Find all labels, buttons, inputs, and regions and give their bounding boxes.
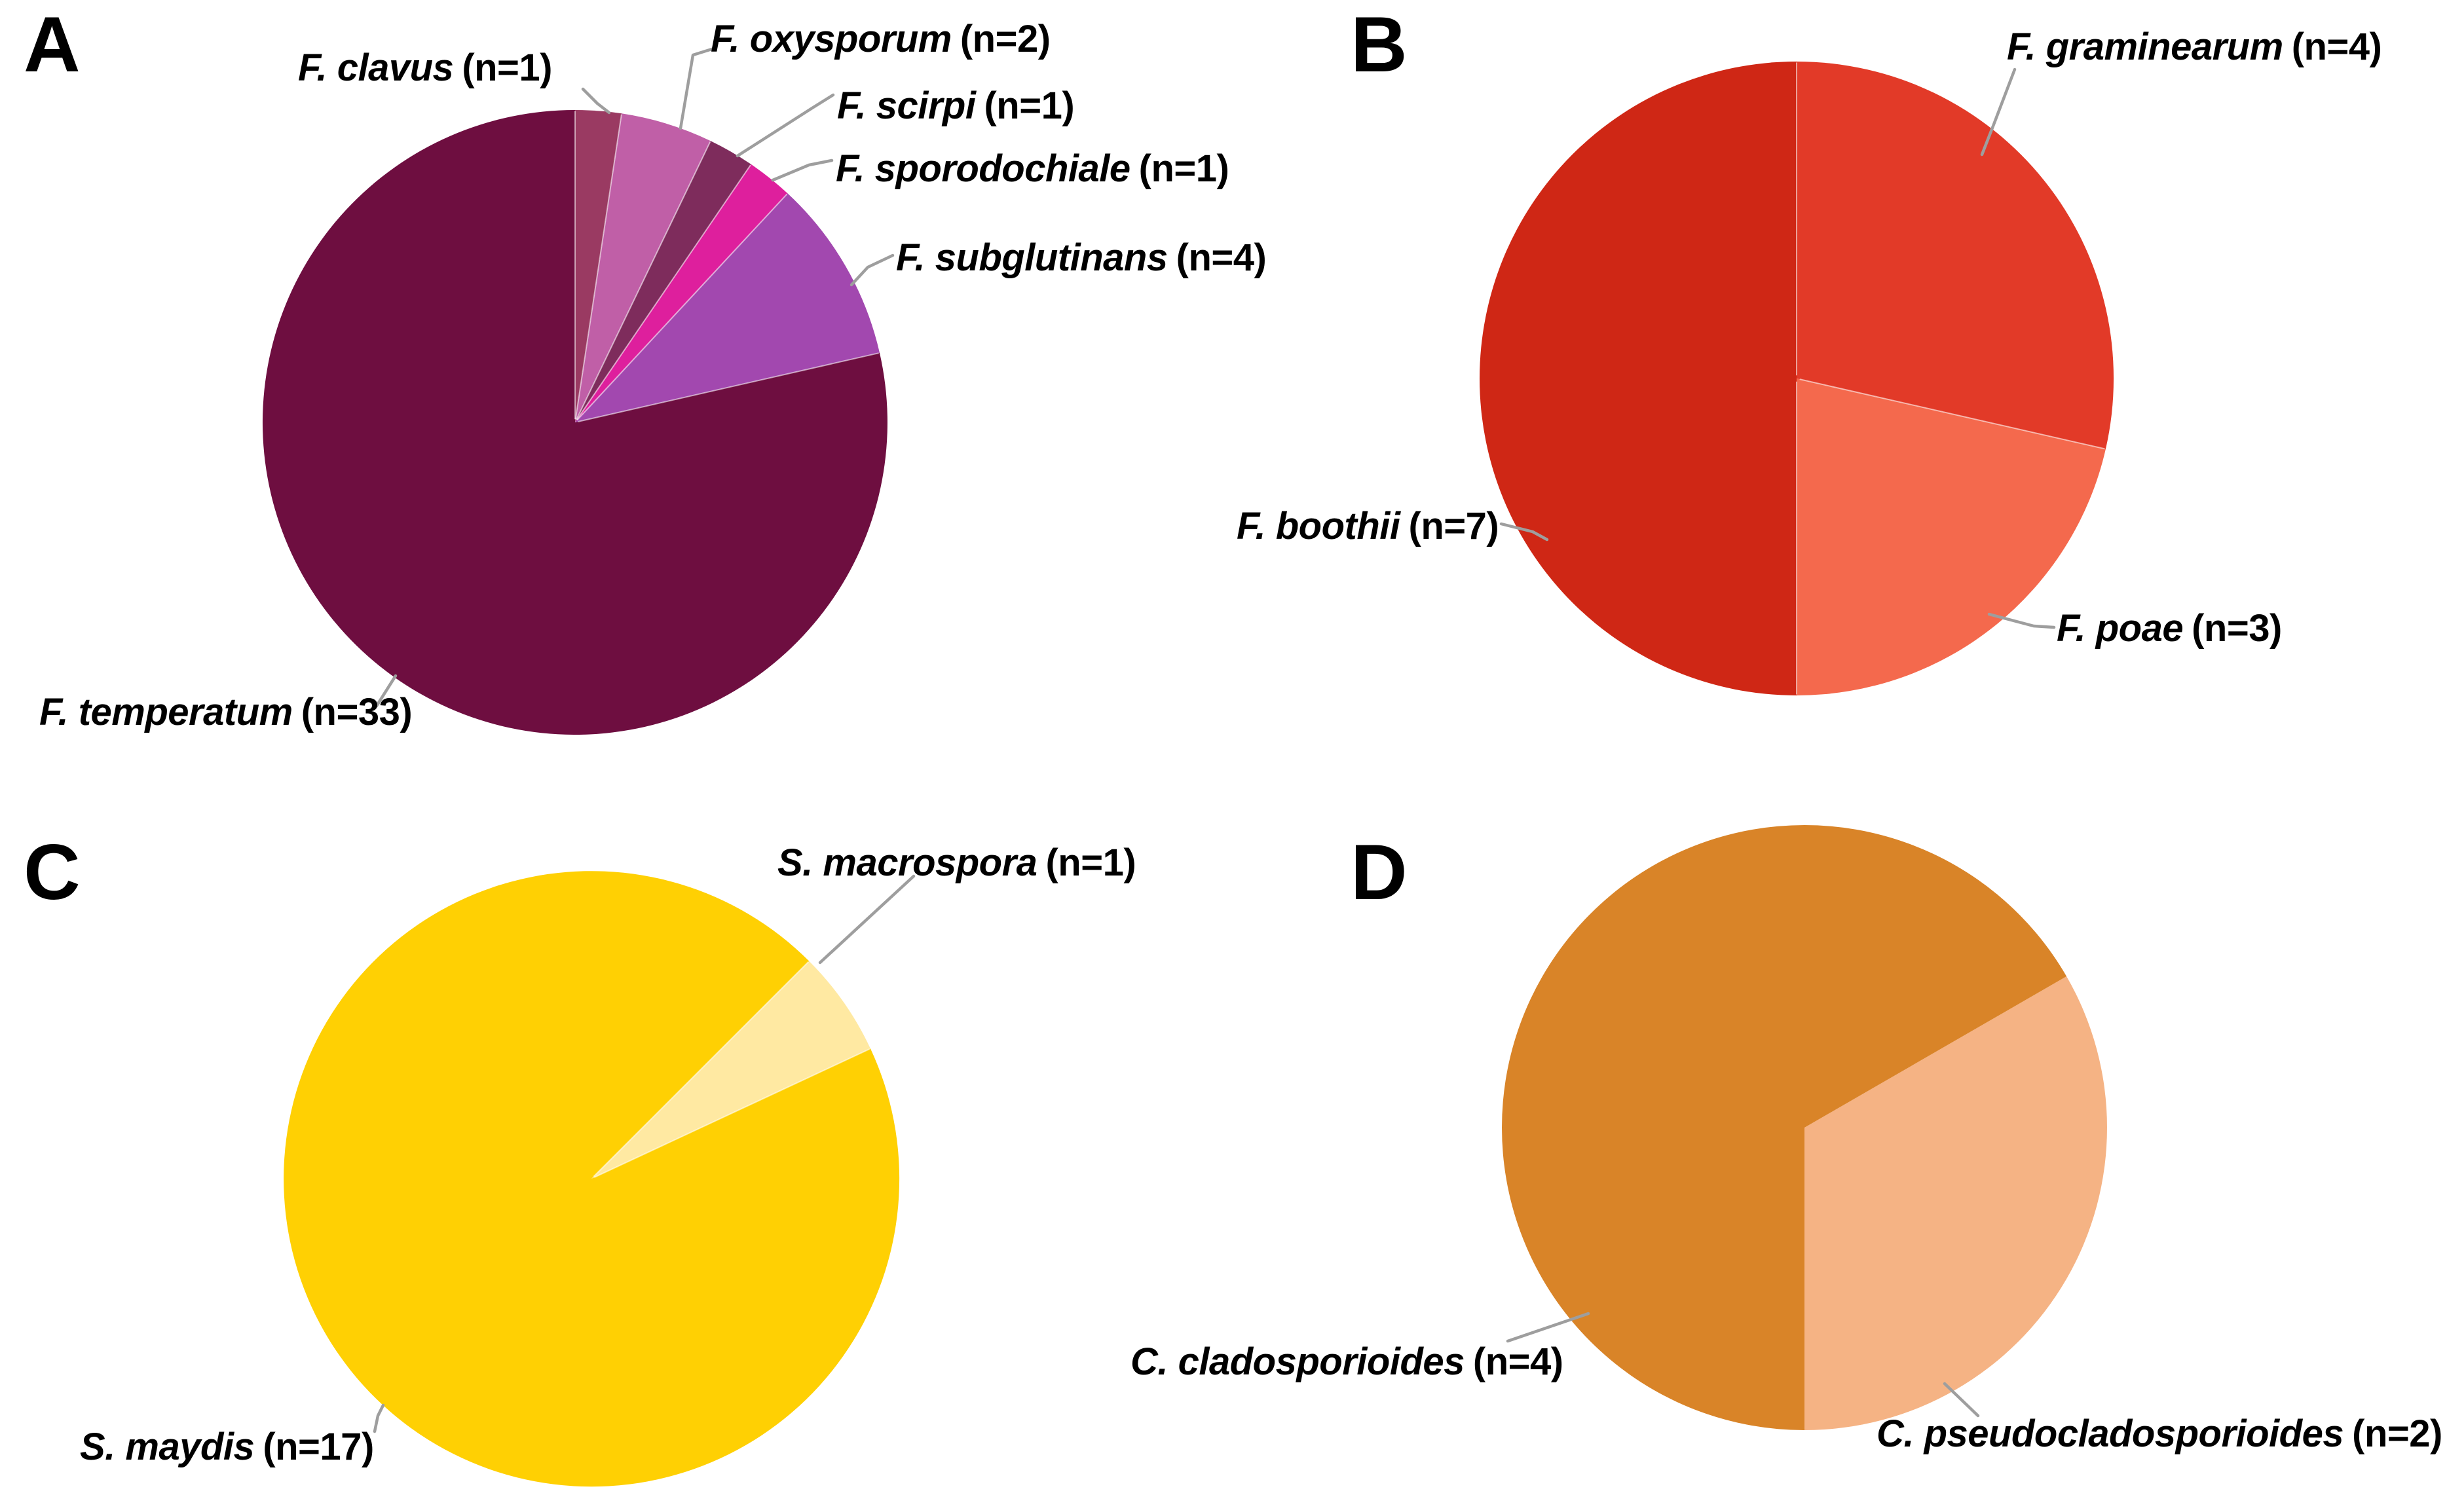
pie-c-divider xyxy=(593,1048,870,1178)
label-f-subglutinans-count: (n=4) xyxy=(1176,236,1267,279)
pie-a-slice-f-scirpi xyxy=(575,141,751,422)
label-c-cladosporioides: C. cladosporioides(n=4) xyxy=(1130,1340,1563,1384)
pie-a-slice-f-sporodochiale xyxy=(575,164,788,422)
label-f-sporodochiale-count: (n=1) xyxy=(1138,147,1229,190)
label-f-poae-species: F. poae xyxy=(2057,607,2184,650)
label-f-sporodochiale: F. sporodochiale(n=1) xyxy=(836,147,1229,191)
pie-c-slice-s-macrospora xyxy=(591,961,870,1179)
label-s-macrospora-count: (n=1) xyxy=(1045,841,1136,884)
label-f-boothii: F. boothii(n=7) xyxy=(1237,504,1499,549)
label-c-pseudocladosporioides: C. pseudocladosporioides(n=2) xyxy=(1877,1412,2442,1456)
pie-c xyxy=(284,871,900,1487)
leader-f-subglutinans xyxy=(850,253,895,287)
pie-a-divider xyxy=(576,193,788,421)
pie-a-divider xyxy=(578,352,879,422)
leader-f-sporodochiale xyxy=(771,158,834,182)
leader-c-pseudocladosporioides xyxy=(1943,1382,1980,1418)
label-f-boothii-count: (n=7) xyxy=(1408,505,1499,547)
panel-d-letter: D xyxy=(1351,828,1408,916)
label-f-subglutinans: F. subglutinans(n=4) xyxy=(896,236,1267,280)
leader-s-maydis xyxy=(373,1403,385,1433)
label-s-macrospora: S. macrospora(n=1) xyxy=(777,841,1136,885)
label-f-poae: F. poae(n=3) xyxy=(2057,606,2282,651)
label-c-cladosporioides-species: C. cladosporioides xyxy=(1130,1340,1465,1383)
label-f-temperatum-species: F. temperatum xyxy=(39,691,293,733)
pie-a-slice-f-oxysporum xyxy=(575,113,711,423)
label-f-scirpi: F. scirpi(n=1) xyxy=(837,84,1075,128)
label-f-temperatum-count: (n=33) xyxy=(301,691,413,733)
label-f-clavus-count: (n=1) xyxy=(462,46,552,89)
pie-a-divider xyxy=(576,141,711,420)
pie-b xyxy=(1480,61,2114,695)
leader-f-scirpi xyxy=(736,93,835,158)
leader-c-cladosporioides xyxy=(1506,1312,1590,1343)
leader-f-graminearum xyxy=(1980,67,2017,157)
label-s-maydis: S. maydis(n=17) xyxy=(80,1425,374,1469)
label-f-subglutinans-species: F. subglutinans xyxy=(896,236,1168,279)
panel-c-letter: C xyxy=(24,828,81,916)
pie-b-slice-f-graminearum xyxy=(1797,61,2114,449)
label-f-boothii-species: F. boothii xyxy=(1237,505,1400,547)
label-s-macrospora-species: S. macrospora xyxy=(777,841,1037,884)
label-s-maydis-species: S. maydis xyxy=(80,1426,255,1468)
pie-b-divider xyxy=(1799,378,2105,450)
label-f-temperatum: F. temperatum(n=33) xyxy=(39,690,413,735)
leader-f-oxysporum xyxy=(679,46,716,130)
label-f-sporodochiale-species: F. sporodochiale xyxy=(836,147,1130,190)
leader-f-temperatum xyxy=(375,674,398,708)
panel-b-letter: B xyxy=(1351,1,1408,88)
pie-a xyxy=(262,109,887,735)
label-s-maydis-count: (n=17) xyxy=(263,1426,374,1468)
label-c-pseudocladosporioides-species: C. pseudocladosporioides xyxy=(1877,1412,2344,1455)
label-f-clavus-species: F. clavus xyxy=(298,46,454,89)
label-f-graminearum-species: F. graminearum xyxy=(2007,26,2283,68)
label-c-cladosporioides-count: (n=4) xyxy=(1472,1340,1563,1383)
pie-a-slice-f-temperatum xyxy=(262,110,887,735)
leader-f-boothii xyxy=(1499,522,1549,542)
pie-a-divider xyxy=(576,164,751,420)
label-f-oxysporum-count: (n=2) xyxy=(960,18,1051,60)
label-f-oxysporum: F. oxysporum(n=2) xyxy=(711,17,1051,62)
pie-a-divider xyxy=(574,114,622,420)
pie-a-slice-f-subglutinans xyxy=(575,193,880,422)
pie-d-slice-c-pseudocladosporioides xyxy=(1804,976,2107,1430)
pie-b-slice-f-boothii xyxy=(1480,62,1797,695)
pie-d-slice-c-cladosporioides xyxy=(1501,824,2067,1430)
panel-a-letter: A xyxy=(24,1,81,88)
label-f-poae-count: (n=3) xyxy=(2192,607,2282,650)
leader-f-clavus xyxy=(581,87,611,115)
pie-c-slice-s-maydis xyxy=(284,871,900,1487)
label-c-pseudocladosporioides-count: (n=2) xyxy=(2352,1412,2442,1455)
label-f-graminearum-count: (n=4) xyxy=(2291,26,2382,68)
pie-d xyxy=(1501,824,2107,1430)
label-f-oxysporum-species: F. oxysporum xyxy=(711,18,952,60)
label-f-scirpi-count: (n=1) xyxy=(984,84,1075,127)
leader-s-macrospora xyxy=(818,874,916,965)
leader-f-poae xyxy=(1987,612,2056,629)
pie-c-divider xyxy=(593,961,810,1177)
pie-b-slice-f-poae xyxy=(1797,378,2106,695)
label-f-clavus: F. clavus(n=1) xyxy=(298,46,552,90)
label-f-scirpi-species: F. scirpi xyxy=(837,84,976,127)
label-f-graminearum: F. graminearum(n=4) xyxy=(2007,25,2382,69)
